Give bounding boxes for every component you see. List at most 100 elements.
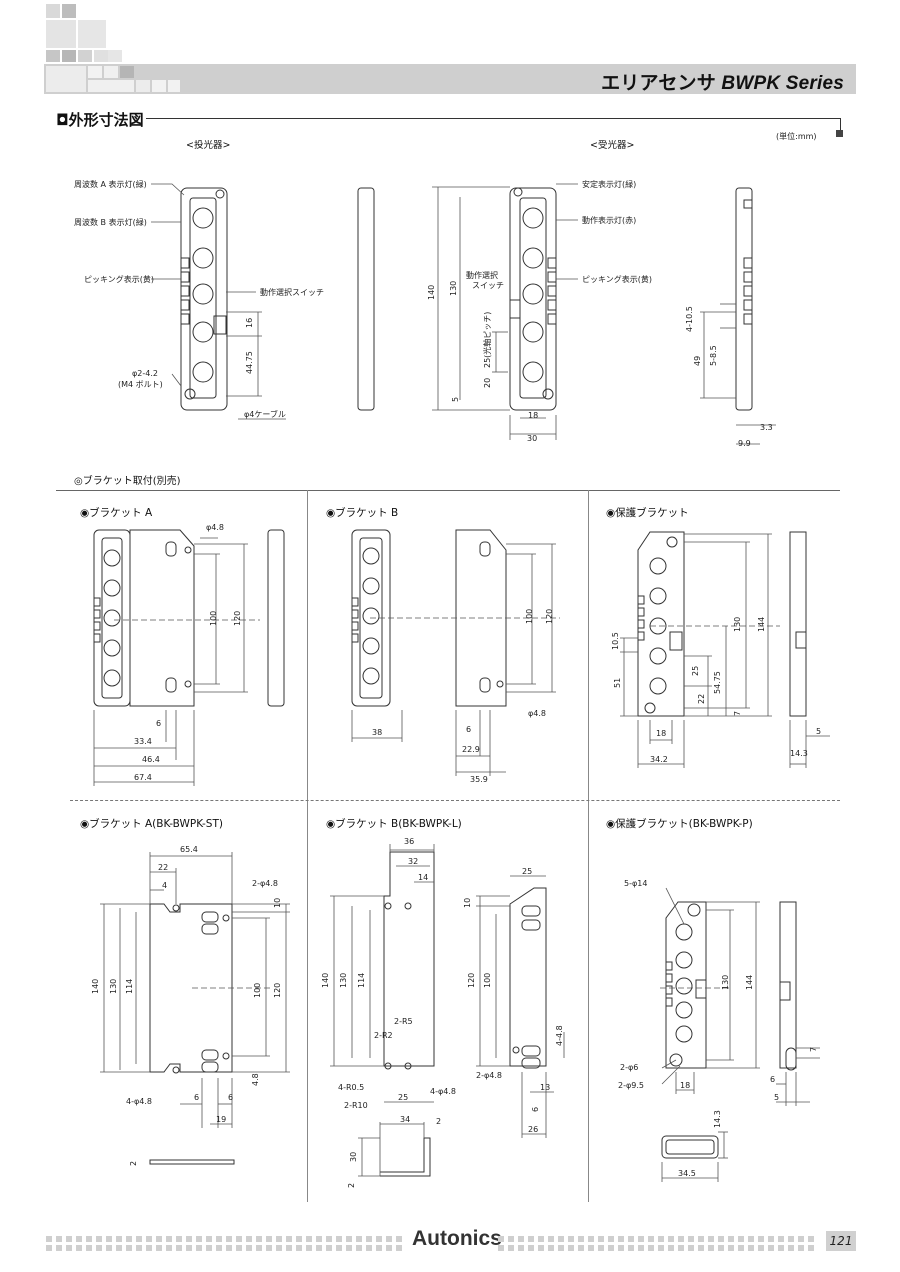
label-receiver-picking: ピッキング表示(黄): [582, 274, 652, 284]
emitter-body: [180, 187, 228, 411]
panel-p-d144: 144: [757, 617, 766, 632]
detail-a-d100: 100: [253, 983, 262, 998]
label-emitter-cable: φ4ケーブル: [244, 409, 286, 419]
detail-b-d448: 4-4.8: [555, 1025, 564, 1046]
panel-b-hole: φ4.8: [528, 709, 546, 718]
panel-a-d6: 6: [156, 719, 161, 728]
dim-receiver-130: 130: [449, 281, 458, 296]
column-divider-1: [307, 490, 308, 1202]
detail-p-drawing: 5-φ14 130 144 2-φ6 2-φ9.5 18 7 6 5 14.3 …: [618, 879, 820, 1182]
row-divider: [70, 800, 840, 801]
label-receiver-switch-1: 動作選択: [466, 270, 498, 280]
detail-a-d10: 10: [273, 898, 282, 908]
dim-side-4105: 4-10.5: [685, 306, 694, 332]
detail-p-title: ◉保護ブラケット(BK-BWPK-P): [606, 818, 753, 830]
column-divider-2: [588, 490, 589, 1202]
detail-p-hole95: 2-φ9.5: [618, 1081, 644, 1090]
dim-side-33: 3.3: [760, 423, 773, 432]
detail-b-d2: 2: [436, 1117, 441, 1126]
detail-p-d345: 34.5: [678, 1169, 696, 1178]
receiver-label: <受光器>: [590, 140, 634, 151]
detail-a-d654: 65.4: [180, 845, 198, 854]
detail-a-d140: 140: [91, 979, 100, 994]
detail-p-d6: 6: [770, 1075, 775, 1084]
panel-p-d5475: 54.75: [713, 671, 722, 694]
bracket-section-rule: [56, 490, 840, 491]
panel-p-d130: 130: [733, 617, 742, 632]
detail-a-d120: 120: [273, 983, 282, 998]
panel-p-d25: 25: [691, 666, 700, 676]
label-emitter-bolt: (M4 ボルト): [118, 380, 163, 389]
detail-b-r10: 2-R10: [344, 1101, 368, 1110]
detail-a-hole2: 2-φ4.8: [252, 879, 278, 888]
section-rule-marker: [836, 130, 843, 137]
detail-p-d7: 7: [809, 1047, 818, 1052]
dim-receiver-5: 5: [451, 397, 460, 402]
label-operation: 動作表示灯(赤): [582, 215, 636, 225]
panel-a-drawing: φ4.8 100 120 6 33.4 46.4 67.4: [93, 523, 285, 786]
panel-p-d105: 10.5: [611, 632, 620, 650]
detail-a-d114: 114: [125, 979, 134, 994]
panel-p-d5: 5: [816, 727, 821, 736]
detail-a-hole4: 4-φ4.8: [126, 1097, 152, 1106]
detail-b-r2: 2-R2: [374, 1031, 393, 1040]
panel-a-hole: φ4.8: [206, 523, 224, 532]
panel-a-d464: 46.4: [142, 755, 160, 764]
detail-a-drawing: 65.4 22 4 2-φ4.8 10 140 130 114 100 120 …: [91, 845, 290, 1166]
detail-p-hole5: 5-φ14: [624, 879, 647, 888]
detail-b-d13: 13: [540, 1083, 550, 1092]
panel-b-d100: 100: [525, 609, 534, 624]
label-emitter-switch: 動作選択スイッチ: [260, 287, 324, 297]
emitter-side: [357, 187, 375, 411]
panel-p-d7: 7: [733, 711, 742, 716]
dim-side-99: 9.9: [738, 439, 751, 448]
label-freq-b: 周波数 B 表示灯(緑): [74, 217, 147, 227]
detail-b-r5: 2-R5: [394, 1017, 413, 1026]
page-header-title: エリアセンサ BWPK Series: [601, 68, 844, 95]
panel-p-d51: 51: [613, 678, 622, 688]
detail-b-d6: 6: [531, 1107, 540, 1112]
title-jp: エリアセンサ: [601, 73, 716, 94]
detail-b-d25: 25: [398, 1093, 408, 1102]
panel-p-d143: 14.3: [790, 749, 808, 758]
detail-b-d32: 32: [408, 857, 418, 866]
label-stable: 安定表示灯(緑): [582, 179, 636, 189]
detail-b-d30: 30: [349, 1152, 358, 1162]
panel-a-d120: 120: [233, 611, 242, 626]
dim-side-585: 5-8.5: [709, 345, 718, 366]
detail-b-d2b: 2: [347, 1183, 356, 1188]
dim-emitter-16: 16: [245, 318, 254, 328]
detail-b-d140: 140: [321, 973, 330, 988]
detail-a-d6b: 6: [228, 1093, 233, 1102]
detail-b-title: ◉ブラケット B(BK-BWPK-L): [326, 818, 462, 830]
detail-b-d100: 100: [483, 973, 492, 988]
panel-b-d229: 22.9: [462, 745, 480, 754]
detail-b-d25b: 25: [522, 867, 532, 876]
detail-a-d48: 4.8: [251, 1073, 260, 1086]
panel-a-d674: 67.4: [134, 773, 152, 782]
detail-a-title: ◉ブラケット A(BK-BWPK-ST): [80, 818, 223, 830]
detail-b-drawing: 36 32 14 140 130 114 2-R5 2-R2 4-R0.5 2-…: [321, 837, 565, 1188]
detail-b-hole2: 2-φ4.8: [476, 1071, 502, 1080]
detail-a-d130: 130: [109, 979, 118, 994]
section-title: ◘外形寸法図: [56, 111, 144, 129]
dim-receiver-30: 30: [527, 434, 537, 443]
detail-p-hole6: 2-φ6: [620, 1063, 638, 1072]
panel-p-drawing: 130 144 10.5 51 25 22 54.75 7 18 34.2 5 …: [611, 531, 830, 768]
dim-receiver-18: 18: [528, 411, 538, 420]
detail-b-r05: 4-R0.5: [338, 1083, 364, 1092]
detail-p-d5: 5: [774, 1093, 779, 1102]
dim-receiver-140: 140: [427, 285, 436, 300]
receiver-side: [735, 187, 753, 411]
detail-p-d18: 18: [680, 1081, 690, 1090]
panel-b-drawing: 100 120 38 6 22.9 35.9 φ4.8: [351, 529, 560, 784]
detail-p-d144: 144: [745, 975, 754, 990]
panel-p-d342: 34.2: [650, 755, 668, 764]
panel-a-title: ◉ブラケット A: [80, 507, 153, 519]
dim-receiver-20: 20: [483, 378, 492, 388]
panel-b-d38: 38: [372, 728, 382, 737]
detail-b-d114: 114: [357, 973, 366, 988]
panel-b-title: ◉ブラケット B: [326, 507, 399, 519]
page-number: 121: [826, 1231, 856, 1251]
label-freq-a: 周波数 A 表示灯(緑): [74, 179, 147, 189]
